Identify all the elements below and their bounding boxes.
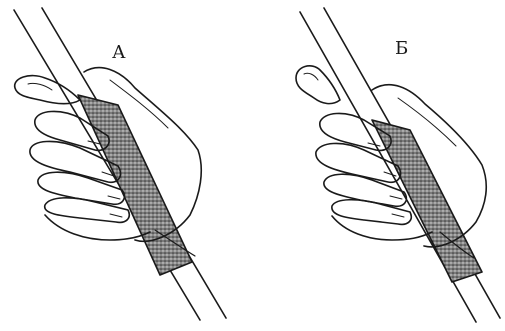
finger-4-b xyxy=(332,200,411,225)
panel-a-label: А xyxy=(112,44,126,62)
panel-b-label: Б xyxy=(395,40,408,58)
grip-sleeve-a xyxy=(78,95,192,275)
grip-sleeve-b xyxy=(372,120,482,282)
finger-4-a xyxy=(45,198,130,223)
thumb-a xyxy=(15,76,80,104)
